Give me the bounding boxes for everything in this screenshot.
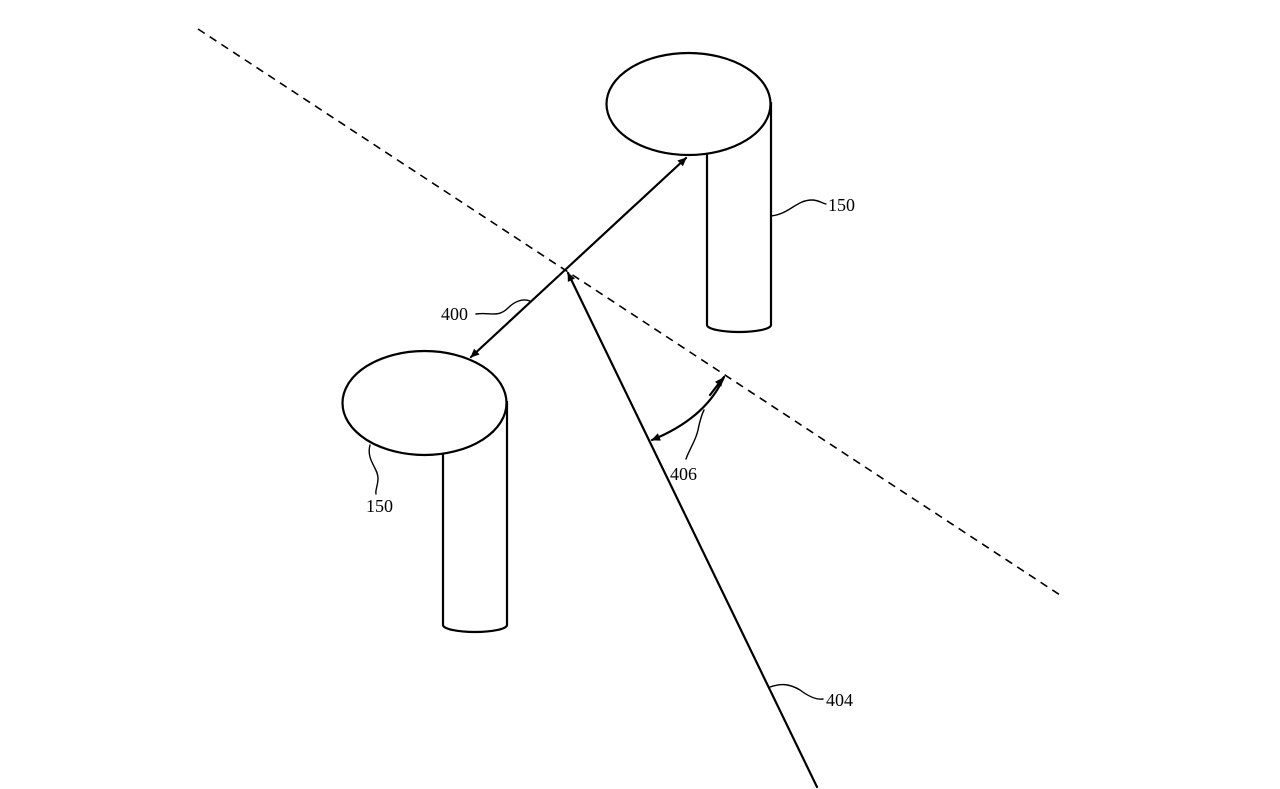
leader-line-150-lower [368, 444, 379, 495]
distance-arrow-upper [563, 156, 688, 272]
leader-line-400 [475, 299, 531, 315]
label-406: 406 [670, 464, 697, 484]
label-404: 404 [826, 690, 853, 710]
leader-line-150-upper [770, 199, 827, 217]
label-150-lower: 150 [366, 496, 393, 516]
label-400: 400 [441, 304, 468, 324]
angle-arc [650, 375, 726, 442]
pole-upper [605, 51, 773, 334]
distance-arrow-lower [469, 268, 567, 359]
leader-line-406 [685, 409, 705, 460]
ray-line [566, 271, 819, 789]
angle-arc-start-marker [708, 376, 725, 397]
leader-line-404 [769, 683, 824, 700]
pole-lower-top [341, 349, 508, 457]
dashed-reference-line [197, 28, 1061, 596]
pole-lower [341, 349, 509, 634]
pole-upper-top [605, 51, 772, 157]
label-150-upper: 150 [828, 195, 855, 215]
